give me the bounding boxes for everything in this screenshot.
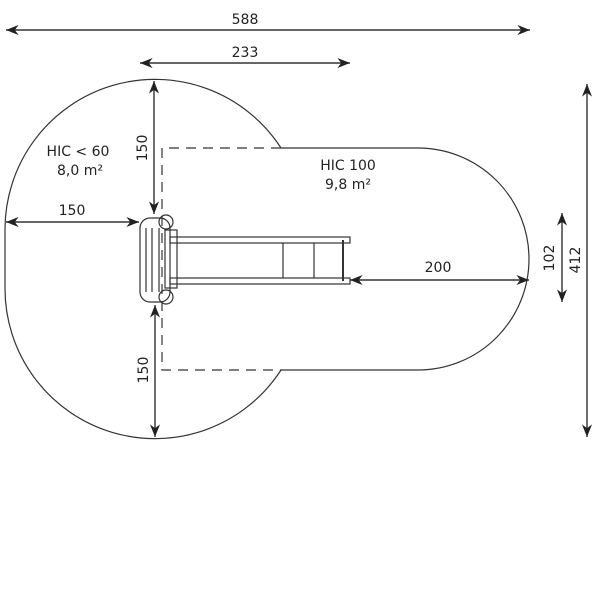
- slide-equipment: [139, 214, 351, 305]
- dim-total-width-label: 588: [232, 12, 259, 28]
- zone1-area-label: 8,0 m²: [57, 163, 103, 179]
- dim-top-clearance-label: 150: [135, 135, 151, 162]
- dim-offset-width-label: 233: [232, 45, 259, 61]
- dim-equipment-width-label: 102: [542, 245, 558, 272]
- dim-bottom-clearance-label: 150: [136, 357, 152, 384]
- zone1-hic-label: HIC < 60: [47, 144, 110, 160]
- zone-boundary-dashed: [161, 147, 281, 371]
- impact-area-outline: [4, 78, 530, 440]
- dim-right-clearance-label: 200: [425, 260, 452, 276]
- zone2-hic-label: HIC 100: [320, 158, 376, 174]
- dim-left-clearance-label: 150: [59, 203, 86, 219]
- dim-total-height-label: 412: [568, 247, 584, 274]
- zone2-area-label: 9,8 m²: [325, 177, 371, 193]
